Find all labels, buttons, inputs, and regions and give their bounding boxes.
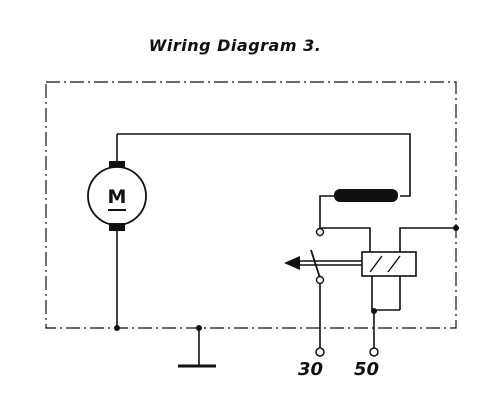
- ground-symbol: [178, 325, 216, 368]
- motor-feed-wire: [117, 133, 411, 197]
- terminal-30-label: 30: [298, 359, 324, 380]
- motor: M: [87, 134, 147, 331]
- motor-symbol: M: [108, 186, 127, 208]
- plunger-arrow: [284, 256, 300, 270]
- coil-to-solenoid-wire: [319, 195, 334, 228]
- terminal-30-post: [315, 347, 325, 357]
- housing-outline: [45, 81, 457, 329]
- switch-blade: [310, 249, 321, 279]
- motor-brush-bottom: [109, 223, 125, 231]
- contact-top: [315, 227, 325, 237]
- motor-brush-top: [109, 161, 125, 169]
- contact-bottom: [315, 275, 325, 285]
- terminal-50-label: 50: [354, 359, 380, 380]
- diagram-title: Wiring Diagram 3.: [148, 36, 322, 55]
- coil-tap-wire: [320, 227, 371, 252]
- solenoid-return-wire: [399, 227, 456, 252]
- field-coil: [334, 189, 398, 202]
- terminal-50-post: [369, 347, 379, 357]
- solenoid-relay: [361, 251, 417, 277]
- plunger-actuator: [284, 256, 362, 270]
